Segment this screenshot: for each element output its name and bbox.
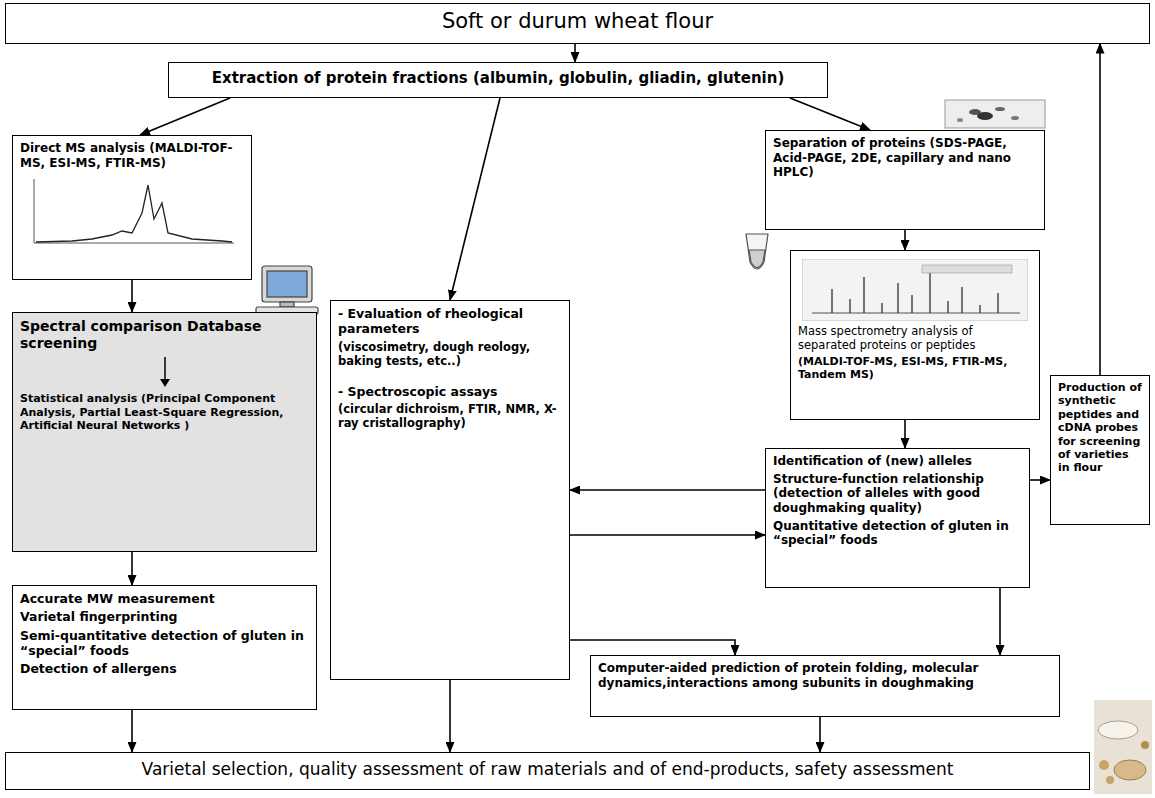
arrow-connector [131, 552, 133, 585]
node-text: - Evaluation of rheological parameters [338, 306, 562, 337]
computer-icon [256, 266, 318, 314]
arrow-connector [904, 230, 906, 250]
arrow-connector [999, 588, 1001, 655]
node-text: Statistical analysis (Principal Componen… [20, 392, 309, 432]
outcome-band: Varietal selection, quality assessment o… [5, 752, 1090, 790]
result-box: Production of synthetic peptides and cDN… [1050, 375, 1150, 525]
arrow-connector [819, 717, 821, 752]
node-text: Production of synthetic peptides and cDN… [1058, 381, 1142, 475]
node-text: Computer-aided prediction of protein fol… [598, 661, 1052, 690]
result-box: Accurate MW measurementVarietal fingerpr… [12, 585, 317, 710]
node-text: Mass spectrometry analysis of separated … [798, 324, 1032, 352]
food-picture [1094, 700, 1152, 794]
arrow-connector [450, 98, 500, 300]
result-box: Identification of (new) allelesStructure… [765, 448, 1030, 588]
arrow-connector [570, 640, 735, 655]
process-box: Direct MS analysis (MALDI-TOF-MS, ESI-MS… [12, 135, 252, 280]
node-text: Structure-function relationship (detecti… [773, 472, 1022, 516]
process-box: Computer-aided prediction of protein fol… [590, 655, 1060, 717]
node-text: (MALDI-TOF-MS, ESI-MS, FTIR-MS, Tandem M… [798, 355, 1032, 382]
arrow-connector [131, 710, 133, 752]
node-text: Varietal selection, quality assessment o… [142, 759, 954, 780]
node-text: Spectral comparison Database screening [20, 318, 309, 352]
node-text: Direct MS analysis (MALDI-TOF-MS, ESI-MS… [20, 141, 244, 170]
process-box: Extraction of protein fractions (albumin… [168, 62, 828, 98]
test-tube-icon [746, 234, 768, 269]
process-box: - Evaluation of rheological parameters (v… [330, 300, 570, 680]
process-box: Separation of proteins (SDS-PAGE, Acid-P… [765, 130, 1045, 230]
process-box: Mass spectrometry analysis of separated … [790, 250, 1040, 420]
node-text: (viscosimetry, dough reology, baking tes… [338, 340, 562, 368]
node-text: Varietal fingerprinting [20, 609, 309, 624]
arrow-connector [1030, 479, 1050, 481]
spectrum-picture [802, 259, 1028, 321]
arrow-connector [1099, 44, 1101, 375]
source-band: Soft or durum wheat flour [5, 3, 1150, 44]
node-text: (circular dichroism, FTIR, NMR, X-ray cr… [338, 402, 562, 430]
arrow-connector [790, 98, 870, 130]
node-text: Accurate MW measurement [20, 591, 309, 606]
arrow-connector [570, 489, 765, 491]
node-text: - Spectroscopic assays [338, 384, 562, 399]
arrow-connector [904, 420, 906, 448]
node-text: Semi-quantitative detection of gluten in… [20, 628, 309, 659]
analysis-box: Spectral comparison Database screening S… [12, 312, 317, 552]
node-text: Detection of allergens [20, 661, 309, 676]
spectrum-picture [22, 173, 242, 253]
node-text: Soft or durum wheat flour [442, 9, 713, 35]
node-text: Extraction of protein fractions (albumin… [212, 69, 785, 87]
arrow-connector [131, 280, 133, 312]
arrow-connector [570, 534, 765, 536]
arrow-connector [140, 98, 230, 135]
node-text: Separation of proteins (SDS-PAGE, Acid-P… [773, 136, 1037, 180]
node-text: Identification of (new) alleles [773, 454, 1022, 469]
gel-picture [945, 100, 1045, 128]
node-text: Quantitative detection of gluten in “spe… [773, 519, 1022, 548]
arrow-connector [449, 680, 451, 752]
inner-arrow [155, 355, 175, 389]
arrow-connector [574, 44, 576, 62]
